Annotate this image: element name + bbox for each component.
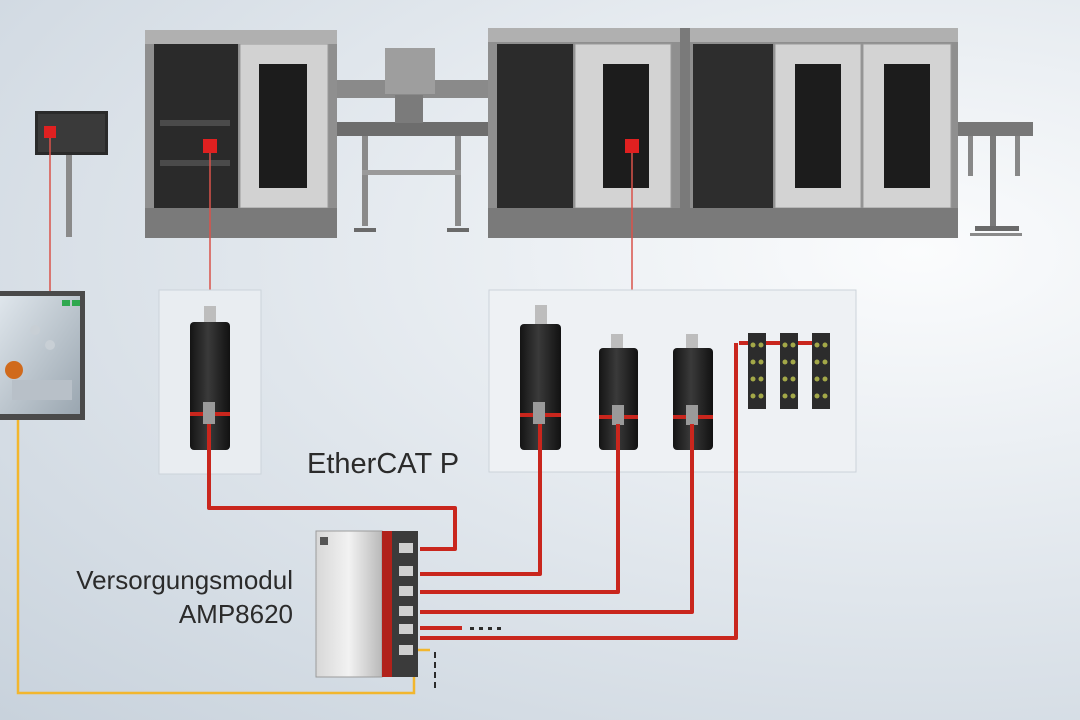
- touch-panel-icon: [0, 291, 85, 420]
- conveyor-bridge: [337, 48, 489, 232]
- bus-label: EtherCAT P: [307, 448, 460, 480]
- marker-left-cabinet: [203, 139, 217, 153]
- ethercat-p-cables: [207, 343, 738, 640]
- module-label: Versorgungsmodul AMP8620: [76, 563, 293, 631]
- machine-module-right: [488, 28, 958, 238]
- marker-right-cabinet: [625, 139, 639, 153]
- power-supply-module-icon: [315, 530, 418, 678]
- module-label-line1: Versorgungsmodul: [76, 565, 293, 595]
- ethernet-cable: [16, 420, 430, 695]
- drive-box-right: [488, 289, 857, 473]
- servo-motor-icon: [599, 334, 638, 450]
- more-ports-indicator: [470, 627, 501, 630]
- machine-module-left: [145, 30, 337, 238]
- ground-dash: [434, 652, 436, 688]
- outfeed-conveyor: [958, 122, 1033, 236]
- servo-motor-icon: [190, 306, 230, 450]
- marker-hmi: [44, 126, 56, 138]
- marker-wires: [49, 132, 633, 291]
- packaging-machine: [145, 28, 1033, 238]
- io-box-icon: [739, 333, 830, 409]
- servo-motor-icon: [673, 334, 713, 450]
- module-label-line2: AMP8620: [178, 599, 293, 629]
- servo-motor-icon: [520, 305, 561, 450]
